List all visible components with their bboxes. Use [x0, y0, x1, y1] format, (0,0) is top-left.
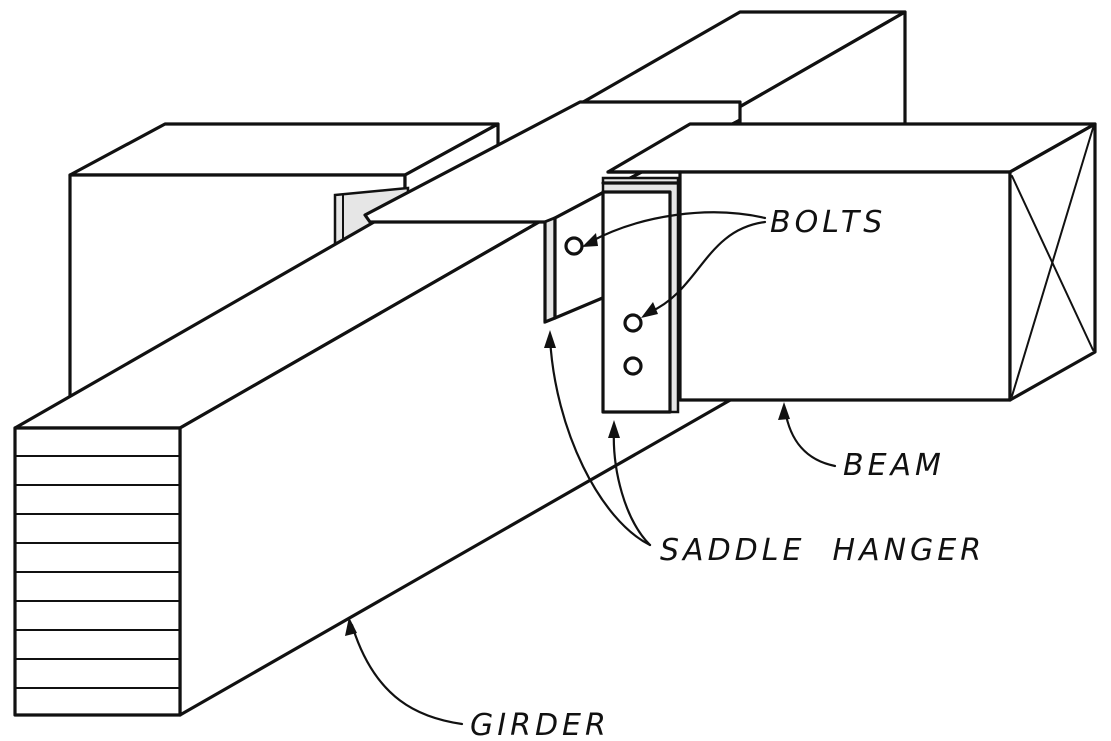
- bolt-2: [623, 313, 643, 333]
- saddle-hanger-label: SADDLE HANGER: [660, 533, 985, 568]
- girder-label: GIRDER: [470, 708, 610, 741]
- right-beam: [606, 122, 1097, 402]
- leaders: [345, 211, 837, 726]
- beam-label: BEAM: [843, 448, 945, 483]
- bolt-3: [623, 356, 643, 376]
- girder-end-grain-lines: [14, 455, 181, 689]
- right-hanger-plate: [601, 176, 680, 414]
- bolts-label: BOLTS: [770, 205, 886, 240]
- bolts: [564, 236, 643, 376]
- bolt-1: [564, 236, 584, 256]
